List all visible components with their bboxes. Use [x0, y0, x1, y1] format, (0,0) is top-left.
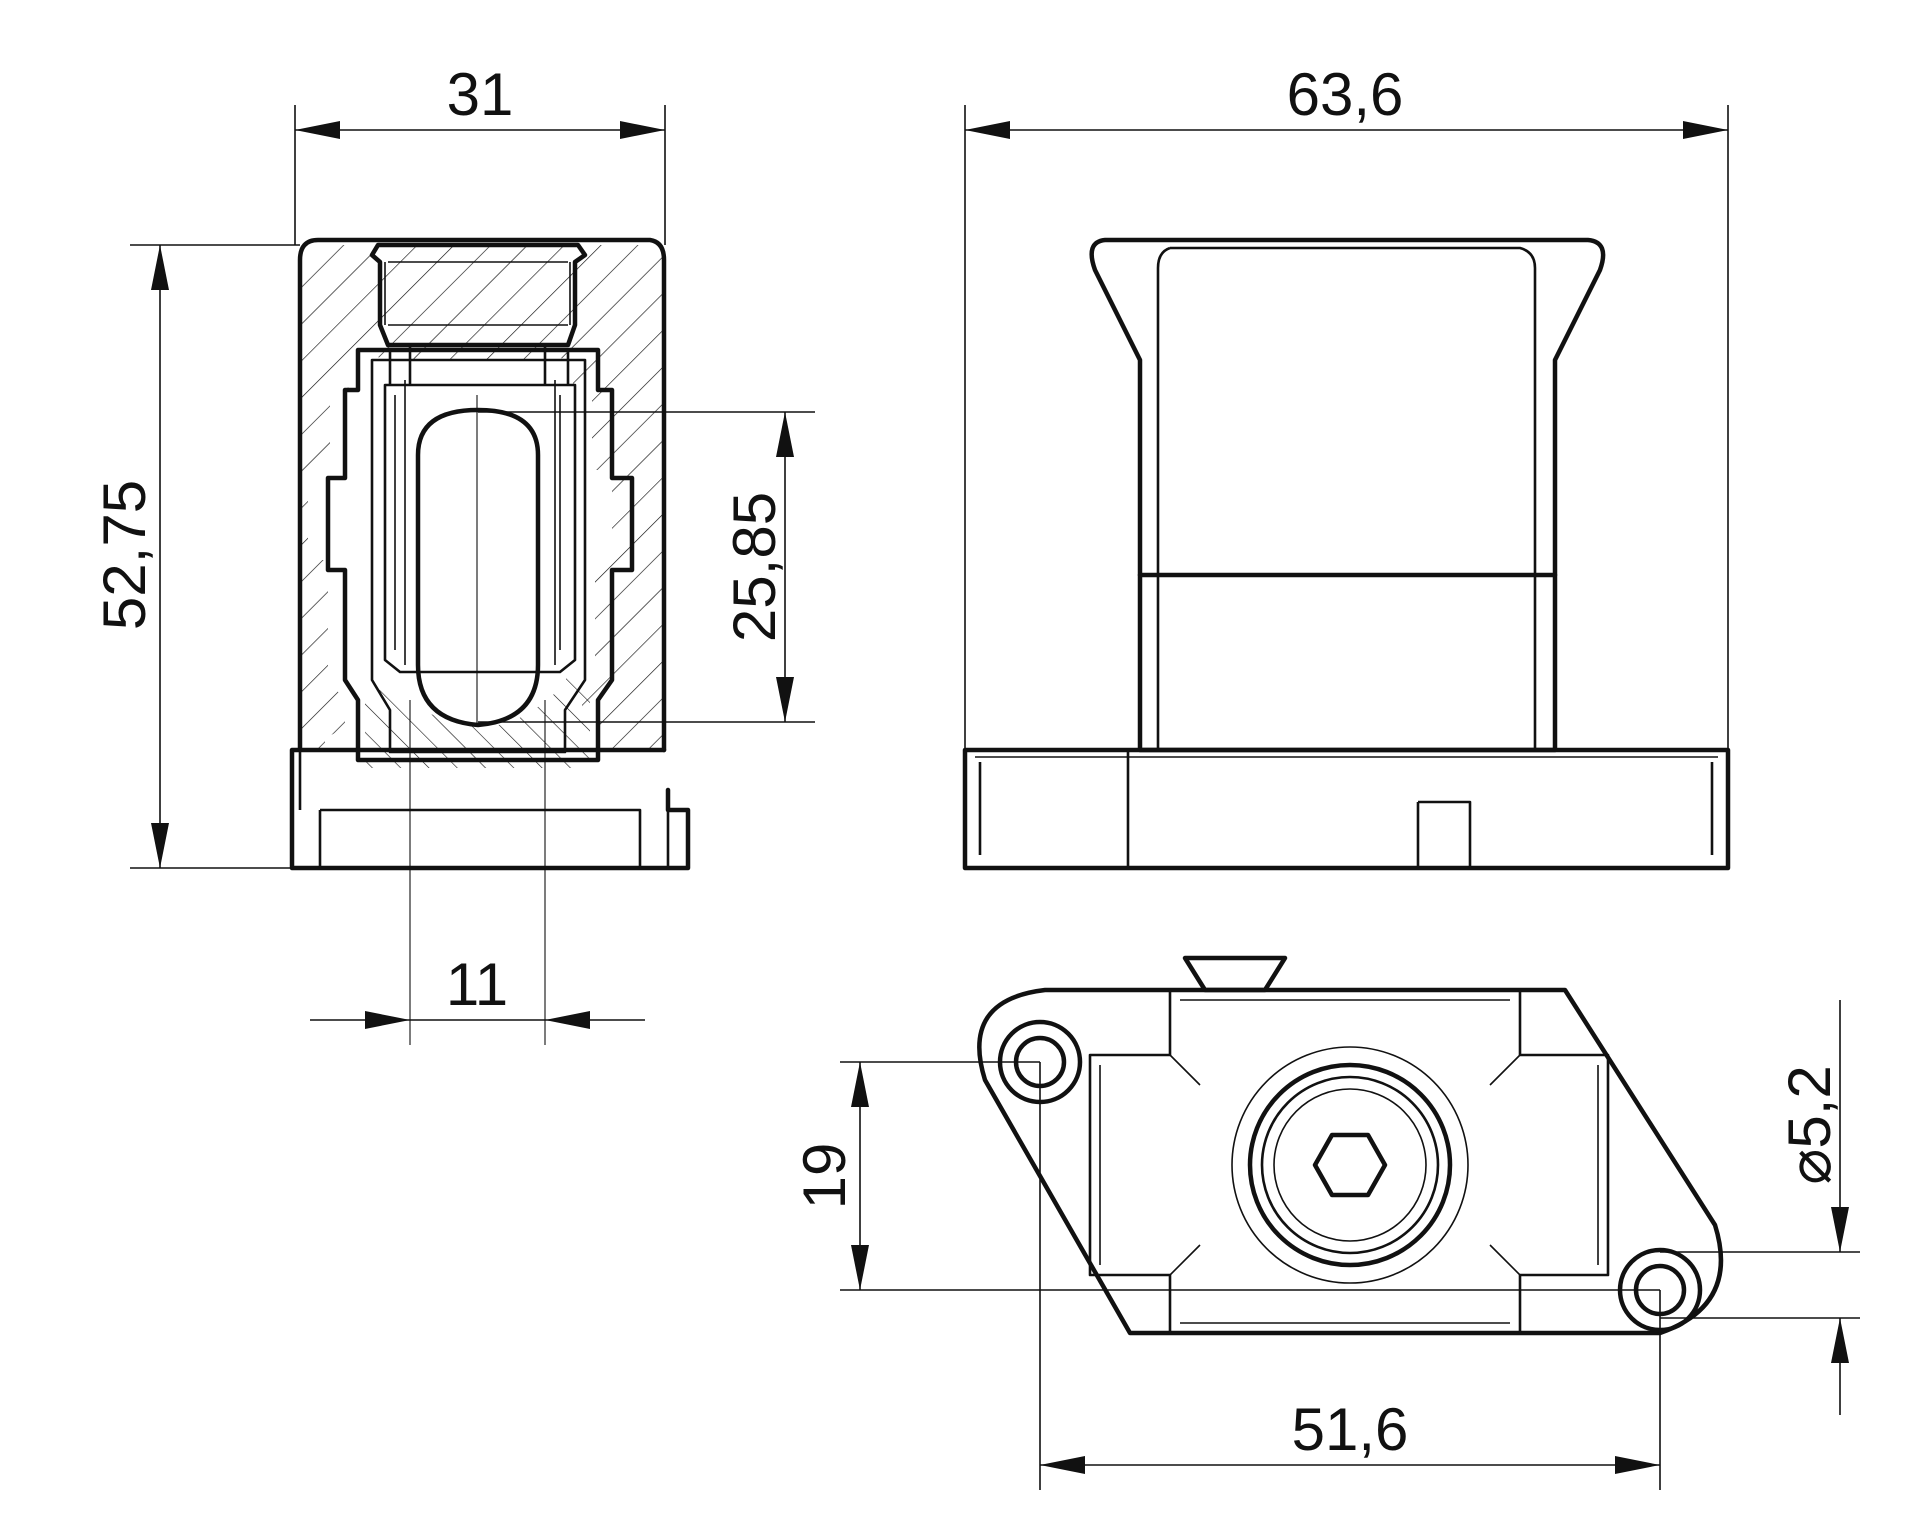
side-outer-contour[interactable] — [297, 237, 667, 753]
front-base-details — [978, 750, 1714, 868]
front-view — [962, 237, 1731, 871]
dim-front-width: 63,6 — [964, 61, 1729, 750]
side-sleeve-inner — [370, 358, 587, 754]
dim-hole-diameter: ⌀5,2 — [1660, 1000, 1860, 1415]
top-round-inner-2 — [1273, 1088, 1427, 1242]
front-inner-flange — [1138, 246, 1557, 750]
top-round-ring[interactable] — [1247, 1062, 1453, 1268]
side-base-inner — [298, 750, 670, 868]
dim-side-height: 52,75 — [91, 244, 300, 869]
dim-25-85-label: 25,85 — [721, 492, 788, 642]
side-pin[interactable] — [415, 407, 541, 728]
front-base[interactable] — [962, 747, 1731, 871]
side-centerlines — [409, 395, 546, 1045]
top-round-outer — [1231, 1046, 1469, 1284]
section-hatch-core — [365, 670, 590, 768]
dim-63-6-label: 63,6 — [1287, 61, 1404, 128]
top-inner-frame-2 — [1099, 999, 1599, 1324]
side-pin-guides — [383, 345, 577, 674]
dim-52-75-label: 52,75 — [91, 480, 158, 630]
dim-hole-spacing: 51,6 — [1040, 1396, 1660, 1474]
dim-hole-offset: 19 — [791, 1061, 1661, 1490]
dim-31-label: 31 — [447, 61, 514, 128]
top-view — [977, 955, 1724, 1336]
side-plug-outline — [369, 242, 588, 348]
dim-side-width: 31 — [294, 61, 666, 245]
side-pin-lines — [394, 380, 561, 665]
section-hatch-body — [300, 245, 664, 750]
dim-51-6-label: 51,6 — [1292, 1396, 1409, 1463]
front-top-flange[interactable] — [1089, 237, 1606, 753]
dim-5-2-label: ⌀5,2 — [1776, 1065, 1843, 1185]
hex-socket[interactable] — [1312, 1132, 1388, 1198]
dim-19-label: 19 — [791, 1143, 858, 1210]
dim-11-label: 11 — [446, 951, 508, 1018]
top-inner-frame — [1088, 990, 1610, 1333]
side-sleeve-outer — [325, 347, 635, 763]
top-nose-tab — [1182, 955, 1288, 993]
top-round-inner — [1260, 1075, 1440, 1255]
dim-pin-width: 11 — [310, 951, 645, 1029]
side-base-outline — [289, 747, 691, 871]
dim-inner-height: 25,85 — [478, 411, 815, 723]
side-plug-threads — [384, 261, 571, 326]
side-section-view — [289, 237, 691, 1045]
